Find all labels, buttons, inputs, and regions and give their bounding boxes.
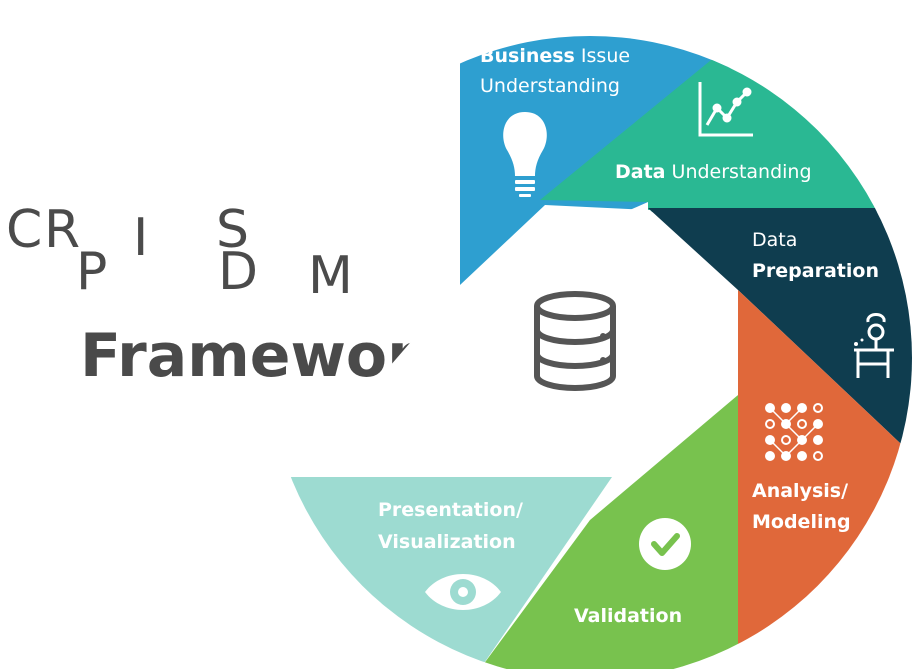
title-letter-i: I xyxy=(133,208,149,268)
network-icon xyxy=(765,403,823,461)
line-chart-icon xyxy=(698,82,753,137)
chef-icon xyxy=(854,313,894,378)
inner-hole xyxy=(300,205,738,477)
label-business-understanding: Understanding xyxy=(480,75,620,97)
label-data-understanding: Data Understanding xyxy=(615,161,812,183)
label-business-issue: Business Issue xyxy=(480,45,630,67)
title-letter-r: R xyxy=(44,200,81,260)
label-validation: Validation xyxy=(574,605,682,627)
segment-validation xyxy=(480,395,738,669)
title-letter-d: D xyxy=(218,242,259,302)
label-analysis: Analysis/ xyxy=(752,480,848,502)
lightbulb-icon xyxy=(503,112,547,197)
label-presentation: Presentation/ xyxy=(378,499,523,521)
label-data-preparation-line1: Data xyxy=(752,229,797,251)
title-letter-p: P xyxy=(76,242,108,302)
label-modeling: Modeling xyxy=(752,511,851,533)
segment-data-preparation xyxy=(648,208,912,460)
title-letter-c: C xyxy=(6,200,43,260)
eye-icon xyxy=(425,574,501,610)
label-data-preparation-line2: Preparation xyxy=(752,260,879,282)
label-visualization: Visualization xyxy=(378,531,516,553)
title-letter-s: S xyxy=(216,200,250,260)
checkmark-icon xyxy=(639,518,691,570)
database-icon xyxy=(534,291,616,391)
title-letter-m: M xyxy=(308,246,353,306)
